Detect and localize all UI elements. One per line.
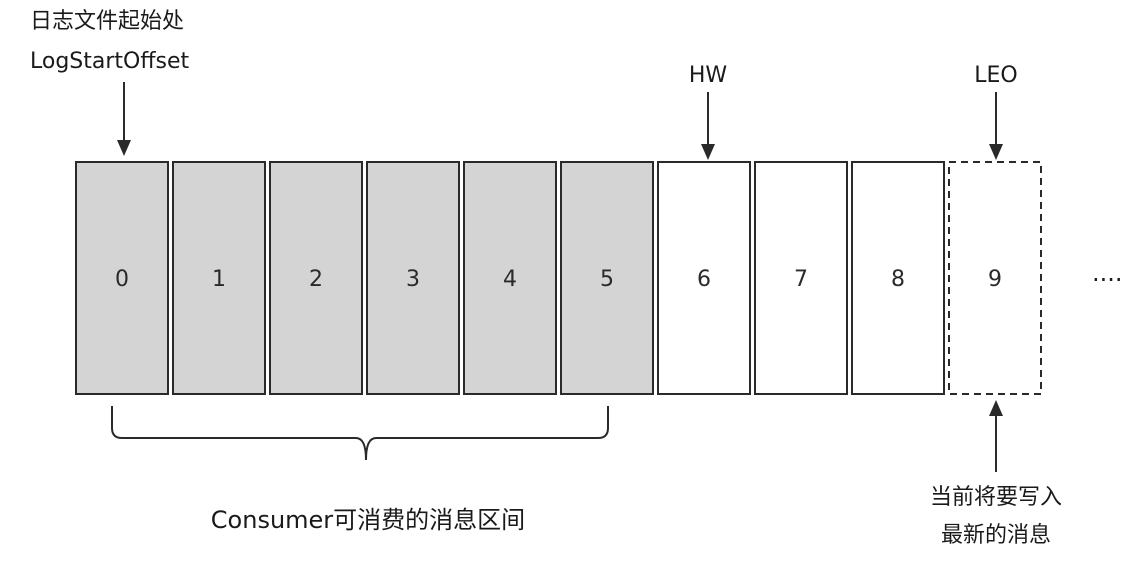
- leo-label: LEO: [974, 63, 1017, 88]
- log-cell-offset: 0: [115, 267, 129, 292]
- log-cell-offset: 3: [406, 267, 420, 292]
- leo-arrow: [989, 92, 1003, 160]
- log-cell-4: 4: [463, 161, 557, 395]
- log-cell-1: 1: [172, 161, 266, 395]
- log-cell-offset: 9: [988, 267, 1002, 292]
- next-write-label-line1: 当前将要写入: [930, 485, 1062, 510]
- log-start-label-cn: 日志文件起始处: [30, 9, 184, 34]
- log-cell-offset: 8: [891, 267, 905, 292]
- consumer-range-label: Consumer可消费的消息区间: [211, 506, 525, 534]
- consumer-range-brace: [111, 406, 609, 461]
- log-cell-box: [948, 161, 1042, 395]
- log-cell-box: [366, 161, 460, 395]
- log-cell-9: 9: [948, 161, 1042, 395]
- hw-label: HW: [689, 63, 728, 88]
- log-cell-offset: 4: [503, 267, 517, 292]
- log-cell-offset: 5: [600, 267, 614, 292]
- log-cell-8: 8: [851, 161, 945, 395]
- log-cell-3: 3: [366, 161, 460, 395]
- log-cells: 0 1 2 3 4 5 6 7 8 9: [75, 161, 1042, 395]
- log-cell-box: [172, 161, 266, 395]
- log-cell-6: 6: [657, 161, 751, 395]
- log-cell-box: [75, 161, 169, 395]
- log-cell-offset: 1: [212, 267, 226, 292]
- next-write-arrow: [989, 400, 1003, 472]
- log-cell-7: 7: [754, 161, 848, 395]
- log-cell-2: 2: [269, 161, 363, 395]
- log-cell-box: [754, 161, 848, 395]
- log-cell-box: [463, 161, 557, 395]
- log-cell-offset: 2: [309, 267, 323, 292]
- log-cell-offset: 6: [697, 267, 711, 292]
- log-cell-box: [560, 161, 654, 395]
- log-cell-box: [657, 161, 751, 395]
- log-cell-offset: 7: [794, 267, 808, 292]
- ellipsis-text: ····: [1092, 266, 1123, 294]
- log-start-arrow: [117, 82, 131, 156]
- hw-arrow: [701, 92, 715, 160]
- log-start-label-en: LogStartOffset: [30, 49, 190, 74]
- log-cell-box: [269, 161, 363, 395]
- log-cell-5: 5: [560, 161, 654, 395]
- log-cell-0: 0: [75, 161, 169, 395]
- next-write-label-line2: 最新的消息: [941, 523, 1051, 548]
- log-cell-box: [851, 161, 945, 395]
